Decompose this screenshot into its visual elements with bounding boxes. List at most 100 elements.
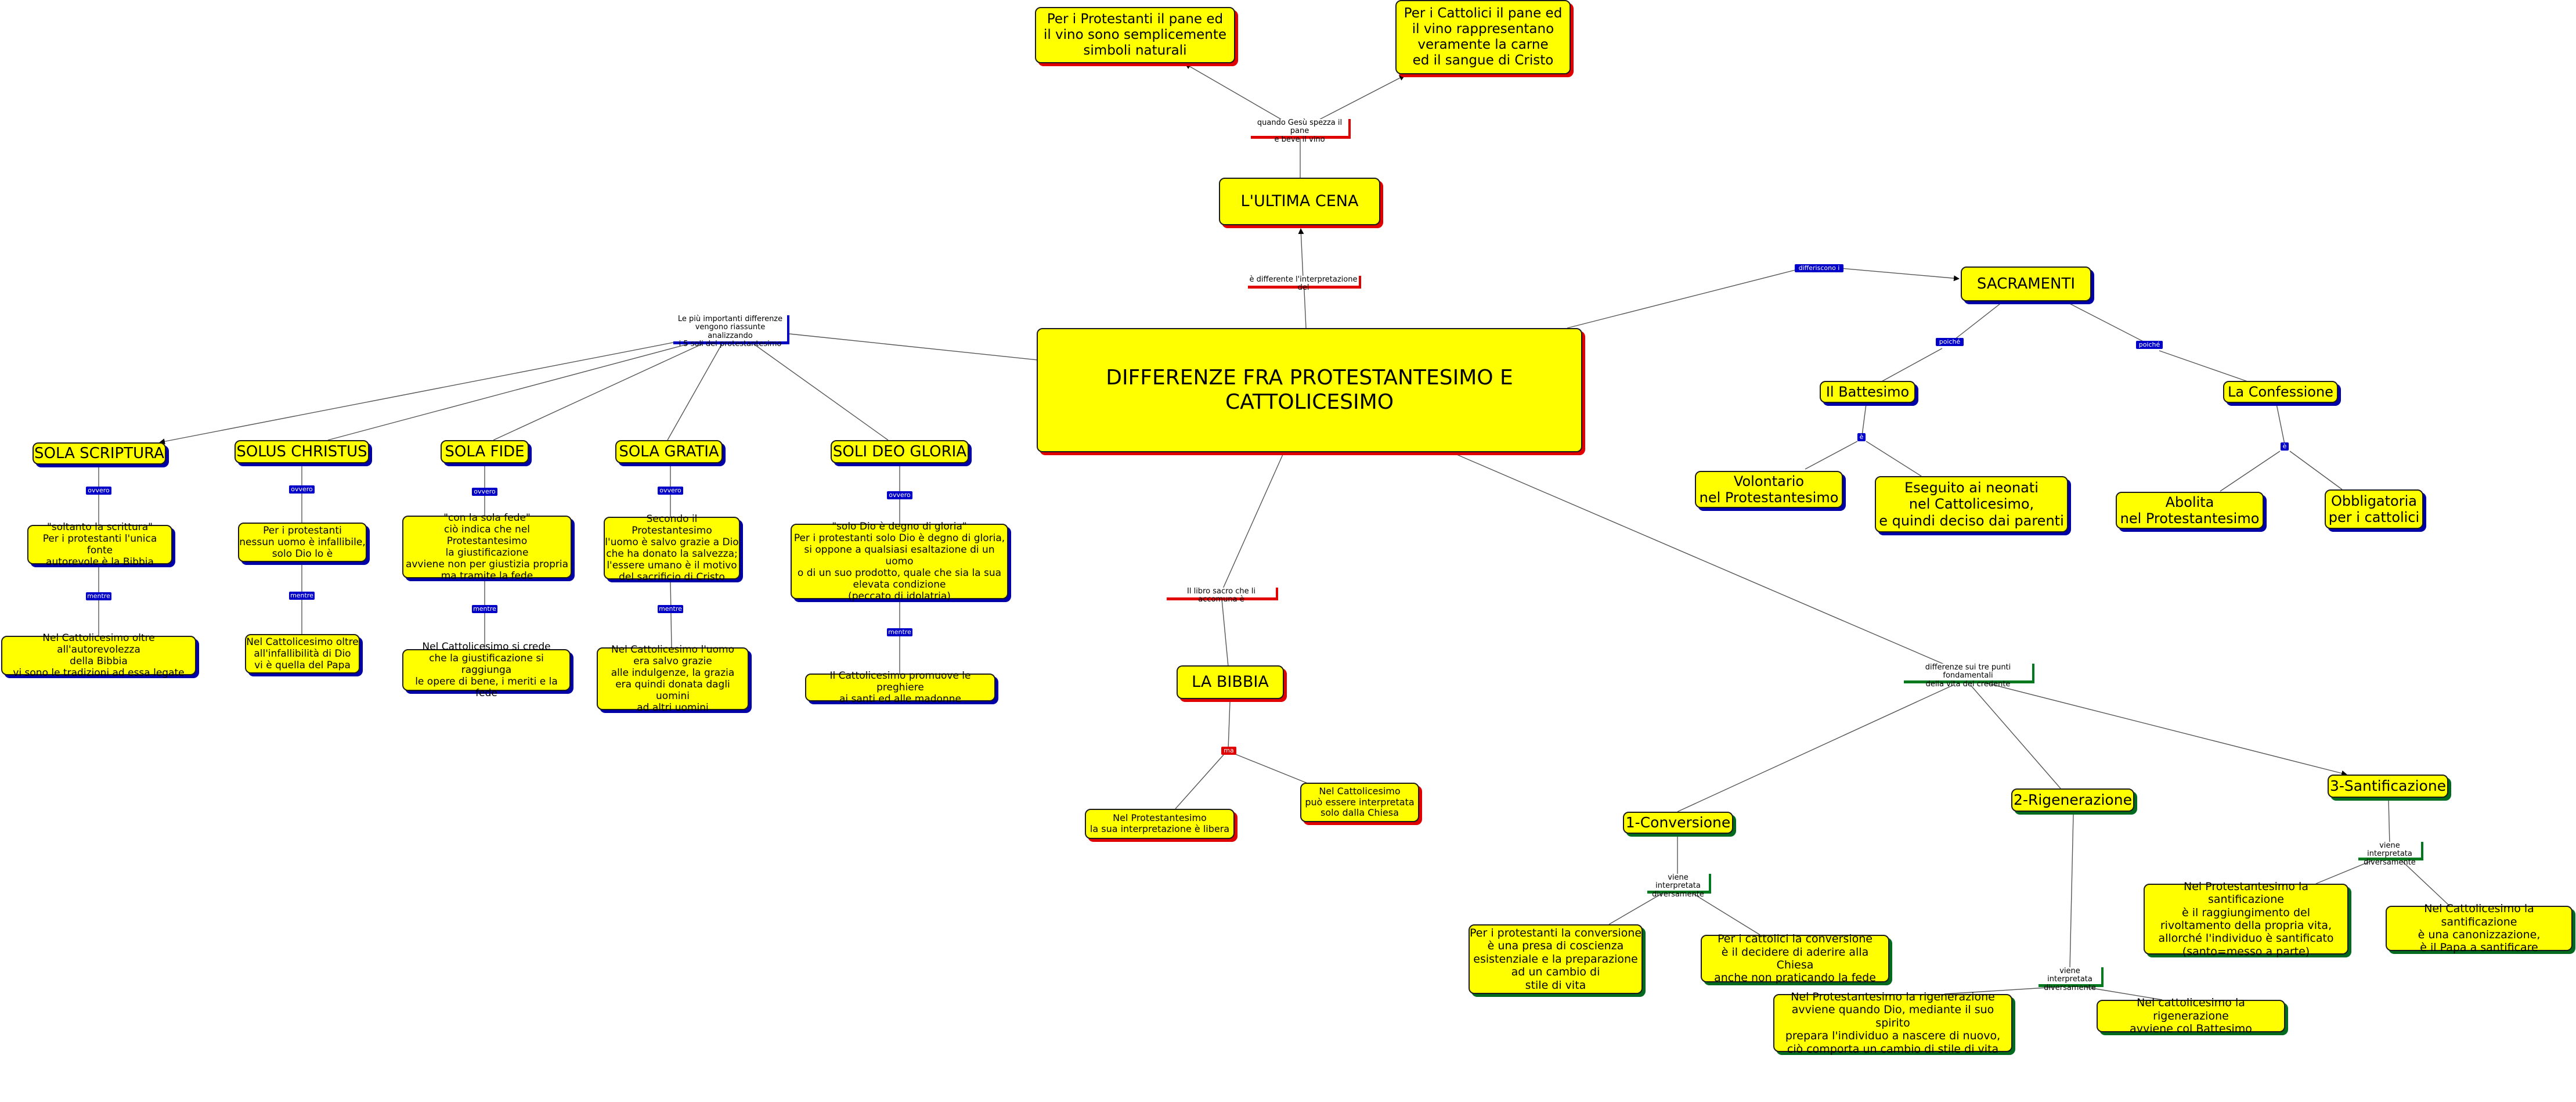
edge-e2-abolita [2220,451,2281,492]
rigenerazione-catholic-node[interactable]: Nel cattolicesimo la rigenerazione avvie… [2097,996,2285,1035]
label-mentre-fide: mentre [472,605,497,613]
sacramenti-node[interactable]: SACRAMENTI [1961,267,2091,301]
label-mentre-christus: mentre [289,592,315,600]
edge-soli-gloria [751,342,889,441]
label-libro-sacro: Il libro sacro che li accomuna è [1167,587,1278,604]
edge-quando-prot [1185,63,1286,123]
edge-confessione-e [2276,404,2285,445]
soli-deo-gloria-catholic-node[interactable]: Il Cattolicesimo promuove le preghiere a… [805,670,995,705]
rigenerazione-node[interactable]: 2-Rigenerazione [2011,788,2134,812]
sola-fide-protestant-node[interactable]: "con la sola fede" ciò indica che nel Pr… [402,512,572,582]
label-differiscono: differiscono i [1795,264,1843,272]
label-mentre-scriptura: mentre [86,592,111,600]
label-poiche-battesimo: poiché [1936,338,1964,346]
cattolici-pane-node[interactable]: Per i Cattolici il pane ed il vino rappr… [1395,0,1571,74]
edge-main-libro [1221,454,1283,592]
label-ovvero-gratia: ovvero [658,487,683,495]
edge-soli-christus [327,342,694,441]
edge-soli-gratia [667,342,723,441]
edge-viene-santc [2400,859,2450,906]
label-e-confessione: è [2281,442,2289,451]
bibbia-node[interactable]: LA BIBBIA [1177,665,1284,699]
sola-fide-node[interactable]: SOLA FIDE [441,440,529,463]
edge-quando-catt [1314,75,1405,123]
conversione-protestant-node[interactable]: Per i protestanti la conversione è una p… [1469,924,1643,994]
santificazione-node[interactable]: 3-Santificazione [2328,775,2448,798]
edge-viene-convc [1691,892,1760,935]
edge-sacr-poiche2 [2066,301,2148,344]
rigenerazione-protestant-node[interactable]: Nel Protestantesimo la rigenerazione avv… [1773,991,2012,1056]
edge-viene-santp [2315,859,2376,884]
santificazione-catholic-node[interactable]: Nel Cattolicesimo la santificazione è un… [2386,902,2573,954]
label-mentre-gratia: mentre [658,605,683,613]
sola-scriptura-catholic-node[interactable]: Nel Cattolicesimo oltre all'autorevolezz… [1,632,196,679]
solus-christus-node[interactable]: SOLUS CHRISTUS [234,440,369,463]
sola-gratia-node[interactable]: SOLA GRATIA [615,440,723,463]
label-poiche-confessione: poiché [2136,341,2163,349]
confessione-node[interactable]: La Confessione [2223,381,2338,403]
edge-main-soli [789,333,1038,361]
edge-trepunti-rig [1970,685,2061,789]
edge-trepunti-conv [1677,685,1954,812]
label-ma: ma [1221,747,1236,755]
label-e-battesimo: è [1857,433,1866,441]
bibbia-protestantesimo-node[interactable]: Nel Protestantesimo la sua interpretazio… [1085,809,1235,839]
obbligatoria-node[interactable]: Obbligatoria per i cattolici [2325,489,2423,529]
edge-bibbia-ma [1228,701,1231,750]
edge-label-ultimacena [1298,228,1304,279]
sola-fide-catholic-node[interactable]: Nel Cattolicesimo si crede che la giusti… [402,641,571,699]
sola-scriptura-protestant-node[interactable]: "soltanto la scrittura" Per i protestant… [27,521,172,568]
edge-gratia-p-down [670,580,672,648]
edge-trepunti-sant [1985,682,2347,776]
conversione-node[interactable]: 1-Conversione [1623,812,1733,834]
edge-rig-viene [2069,813,2074,969]
ultima-cena-node[interactable]: L'ULTIMA CENA [1219,178,1380,225]
label-mentre-gloria: mentre [887,628,912,636]
main-topic[interactable]: DIFFERENZE FRA PROTESTANTESIMO E CATTOLI… [1037,328,1582,452]
conversione-catholic-node[interactable]: Per i cattolici la conversione è il deci… [1701,932,1889,984]
edge-e-neonati [1866,441,1922,477]
soli-deo-gloria-protestant-node[interactable]: "solo Dio è degno di gloria" Per i prote… [791,521,1008,602]
label-viene-santificazione: viene interpretata diversamente [2358,841,2423,866]
label-viene-rigenerazione: viene interpretata diversamente [2039,967,2104,992]
edge-poiche1-battesimo [1880,348,1943,383]
label-tre-punti: differenze sui tre punti fondamentali de… [1904,663,2034,688]
edge-label-sacramenti [1839,268,1960,282]
edge-main-trepunti [1456,454,1956,669]
label-ovvero-scriptura: ovvero [86,487,111,495]
battesimo-node[interactable]: Il Battesimo [1820,381,1915,403]
soli-deo-gloria-node[interactable]: SOLI DEO GLORIA [831,440,969,463]
label-ovvero-gloria: ovvero [887,491,912,499]
edge-sacr-poiche1 [1951,301,2003,342]
neonati-node[interactable]: Eseguito ai neonati nel Cattolicesimo, e… [1875,476,2068,532]
volontario-node[interactable]: Volontario nel Protestantesimo [1695,471,1843,508]
edge-poiche2-confessione [2159,350,2250,383]
solus-christus-catholic-node[interactable]: Nel Cattolicesimo oltre all'infallibilit… [245,634,360,674]
label-ovvero-christus: ovvero [289,485,315,494]
label-piu-importanti: Le più importanti differenze vengono ria… [673,315,789,348]
edge-soli-fide [493,342,706,441]
protestanti-pane-node[interactable]: Per i Protestanti il pane ed il vino son… [1035,7,1235,63]
edge-battesimo-e [1861,404,1867,436]
bibbia-cattolicesimo-node[interactable]: Nel Cattolicesimo può essere interpretat… [1300,783,1419,822]
sola-gratia-catholic-node[interactable]: Nel Cattolicesimo l'uomo era salvo grazi… [597,644,749,714]
edge-main-sacramenti [1567,268,1803,329]
edge-sant-viene [2388,799,2390,845]
edge-soli-scriptura [159,340,683,445]
abolita-node[interactable]: Abolita nel Protestantesimo [2116,492,2264,529]
sola-gratia-protestant-node[interactable]: Secondo il Protestantesimo l'uomo è salv… [604,513,740,583]
label-quando-gesu: quando Gesù spezza il pane e beve il vin… [1251,118,1351,143]
edge-ma-catt [1233,753,1309,784]
edge-ma-prot [1175,754,1224,809]
sola-scriptura-node[interactable]: SOLA SCRIPTURA [33,442,166,464]
label-viene-conversione: viene interpretata diversamente [1647,873,1711,898]
edge-e2-obbligatoria [2289,451,2343,490]
edge-libro-bibbia [1221,599,1229,667]
solus-christus-protestant-node[interactable]: Per i protestanti nessun uomo è infallib… [238,523,367,562]
edge-e-volontario [1805,441,1858,470]
santificazione-protestant-node[interactable]: Nel Protestantesimo la santificazione è … [2144,880,2348,958]
label-ovvero-fide: ovvero [472,488,497,496]
edge-viene-rigp [1944,986,2057,995]
label-e-differente: è differente l'interpretazione del [1248,275,1361,292]
